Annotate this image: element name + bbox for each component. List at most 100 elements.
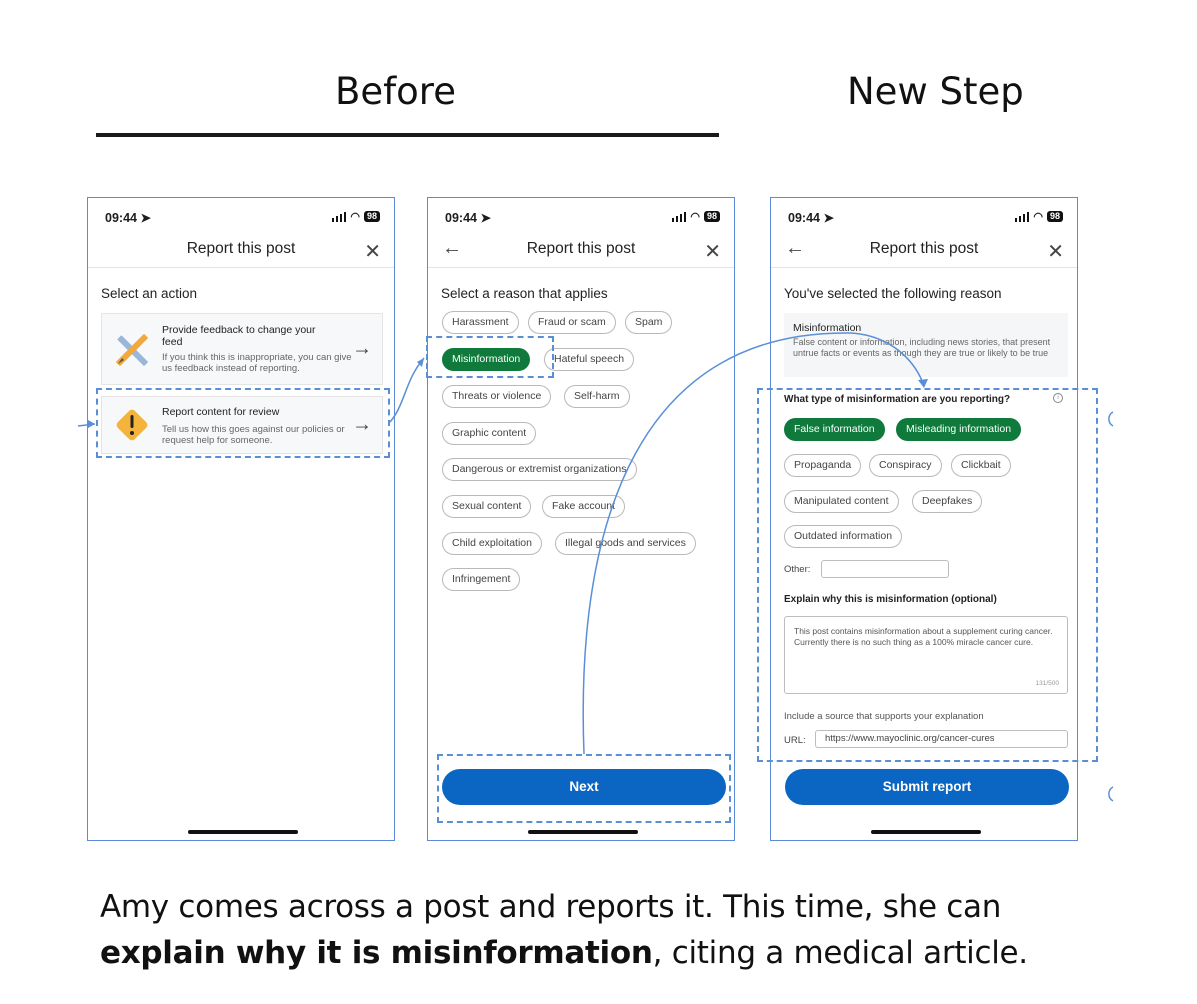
reason-chip-harassment[interactable]: Harassment <box>442 311 519 334</box>
highlight-misinformation <box>426 336 554 378</box>
reason-chip-child-exploitation[interactable]: Child exploitation <box>442 532 542 555</box>
back-arrow-icon[interactable]: ← <box>442 237 462 259</box>
type-chip-propaganda[interactable]: Propaganda <box>784 454 862 477</box>
other-label: Other: <box>784 564 811 575</box>
pencil-ruler-icon <box>116 334 148 366</box>
type-chip-deepfakes[interactable]: Deepfakes <box>912 490 983 513</box>
reason-chip-spam[interactable]: Spam <box>625 311 673 334</box>
heading-underline <box>96 133 719 137</box>
scenario-caption: Amy comes across a post and reports it. … <box>100 884 1028 976</box>
new-step-heading: New Step <box>847 70 1024 113</box>
reason-chip-threats[interactable]: Threats or violence <box>442 385 552 408</box>
back-arrow-icon[interactable]: ← <box>785 237 805 259</box>
phone-screen-select-reason: 09:44 ➤ ◠ 98 ← Report this post ✕ Select… <box>427 197 735 841</box>
next-button[interactable]: Next <box>442 769 726 805</box>
battery-icon: 98 <box>703 211 720 222</box>
type-chip-conspiracy[interactable]: Conspiracy <box>869 454 942 477</box>
arrow-right-icon: → <box>352 337 372 360</box>
signal-icon <box>331 211 347 222</box>
close-icon[interactable]: ✕ <box>704 241 721 263</box>
reason-chip-fake-account[interactable]: Fake account <box>542 495 626 518</box>
warning-icon <box>116 409 148 441</box>
before-heading: Before <box>335 70 456 113</box>
reason-chip-infringement[interactable]: Infringement <box>442 568 521 591</box>
battery-icon: 98 <box>1046 211 1063 222</box>
misinformation-type-question: What type of misinformation are you repo… <box>784 394 1011 405</box>
reason-chip-misinformation[interactable]: Misinformation <box>442 348 531 371</box>
status-time: 09:44 ➤ <box>788 211 834 225</box>
section-heading: Select an action <box>101 286 198 301</box>
dialog-title: Report this post <box>869 240 979 257</box>
reason-chip-sexual[interactable]: Sexual content <box>442 495 532 518</box>
other-input[interactable] <box>821 560 949 578</box>
flow-arrow-to-new-step <box>582 332 925 755</box>
arrowhead <box>88 420 95 428</box>
reason-chip-hateful-speech[interactable]: Hateful speech <box>544 348 635 371</box>
dialog-title: Report this post <box>186 240 296 257</box>
edge-mark <box>1108 786 1114 802</box>
divider <box>428 267 734 268</box>
explain-label: Explain why this is misinformation (opti… <box>784 594 997 605</box>
highlight-report-content <box>96 388 390 458</box>
home-indicator <box>188 830 298 834</box>
arrowhead <box>417 358 424 367</box>
dialog-title: Report this post <box>526 240 636 257</box>
type-chip-false-information[interactable]: False information <box>784 418 885 441</box>
arrowhead <box>918 379 928 388</box>
url-label: URL: <box>784 735 806 746</box>
section-heading: You've selected the following reason <box>784 286 1002 301</box>
signal-icon <box>671 211 687 222</box>
reason-chip-graphic[interactable]: Graphic content <box>442 422 537 445</box>
reason-chip-dangerous-orgs[interactable]: Dangerous or extremist organizations <box>442 458 637 481</box>
location-icon: ➤ <box>480 211 491 225</box>
location-icon: ➤ <box>140 211 151 225</box>
selected-reason-desc: False content or information, including … <box>793 337 1051 358</box>
type-chip-misleading-information[interactable]: Misleading information <box>896 418 1022 441</box>
phone-screen-select-action: 09:44 ➤ ◠ 98 Report this post ✕ Select a… <box>87 197 395 841</box>
wifi-icon: ◠ <box>1033 211 1043 223</box>
explain-text: This post contains misinformation about … <box>794 626 1053 647</box>
wifi-icon: ◠ <box>690 211 700 223</box>
source-label: Include a source that supports your expl… <box>784 711 984 722</box>
reason-chip-fraud[interactable]: Fraud or scam <box>528 311 616 334</box>
feedback-option-card[interactable]: Provide feedback to change your feed If … <box>101 313 383 385</box>
close-icon[interactable]: ✕ <box>364 241 381 263</box>
report-content-option-title: Report content for review <box>162 406 280 418</box>
divider <box>88 267 394 268</box>
url-input[interactable]: https://www.mayoclinic.org/cancer-cures <box>815 730 1068 748</box>
report-content-option-desc: Tell us how this goes against our polici… <box>162 424 345 446</box>
highlight-new-step-section <box>757 388 1098 762</box>
report-content-option-card[interactable]: Report content for review Tell us how th… <box>101 396 383 454</box>
reason-chip-illegal-goods[interactable]: Illegal goods and services <box>555 532 696 555</box>
phone-screen-misinformation-details: 09:44 ➤ ◠ 98 ← Report this post ✕ You've… <box>770 197 1078 841</box>
signal-icon <box>1014 211 1030 222</box>
caption-line-1: Amy comes across a post and reports it. … <box>100 889 1002 925</box>
char-counter: 131/500 <box>1035 680 1060 687</box>
flow-arrow-to-reasons <box>389 357 425 423</box>
location-icon: ➤ <box>823 211 834 225</box>
feedback-option-desc: If you think this is inappropriate, you … <box>162 352 352 374</box>
edge-mark <box>1108 411 1114 427</box>
info-icon[interactable]: i <box>1053 393 1063 403</box>
wifi-icon: ◠ <box>350 211 360 223</box>
arrow-right-icon: → <box>352 413 372 436</box>
status-time: 09:44 ➤ <box>105 211 151 225</box>
status-bar: 09:44 ➤ ◠ 98 <box>105 210 380 226</box>
status-bar: 09:44 ➤ ◠ 98 <box>788 210 1063 226</box>
home-indicator <box>871 830 981 834</box>
feedback-option-title: Provide feedback to change your feed <box>162 324 316 348</box>
divider <box>771 267 1077 268</box>
explain-textarea[interactable]: This post contains misinformation about … <box>784 616 1068 694</box>
battery-icon: 98 <box>363 211 380 222</box>
home-indicator <box>528 830 638 834</box>
close-icon[interactable]: ✕ <box>1047 241 1064 263</box>
type-chip-outdated[interactable]: Outdated information <box>784 525 903 548</box>
caption-line-2: explain why it is misinformation, citing… <box>100 930 1028 976</box>
highlight-next-button <box>437 754 731 823</box>
type-chip-manipulated[interactable]: Manipulated content <box>784 490 899 513</box>
selected-reason-title: Misinformation <box>793 322 862 334</box>
reason-chip-self-harm[interactable]: Self-harm <box>564 385 630 408</box>
type-chip-clickbait[interactable]: Clickbait <box>951 454 1011 477</box>
submit-report-button[interactable]: Submit report <box>785 769 1069 805</box>
